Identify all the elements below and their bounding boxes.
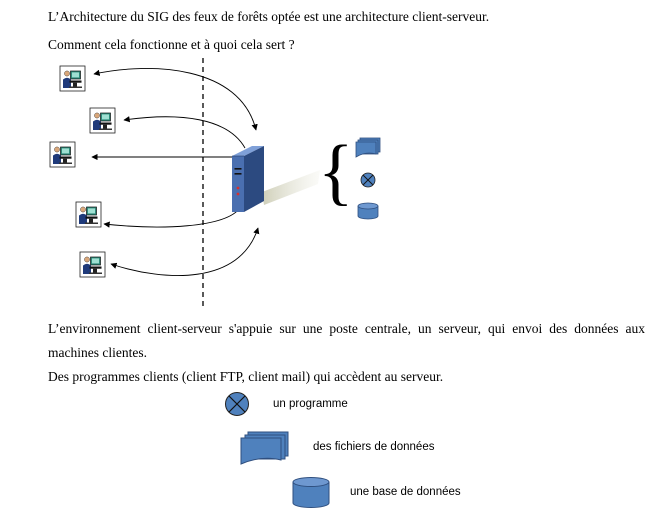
server-tower-icon [232,146,264,212]
paragraph-1-line-2: machines clientes. [48,345,147,360]
intro-line-2: Comment cela fonctionne et à quoi cela s… [48,37,295,52]
legend-database-label: une base de données [350,486,461,498]
client-computer-icon [59,65,86,92]
data-files-icon [240,431,289,465]
connection-arrow-1 [93,68,258,131]
program-circle-x-icon [225,392,249,416]
data-files-icon [355,137,381,158]
client-computer-icon [79,251,106,278]
program-circle-x-icon [360,172,376,188]
client-computer-icon [89,107,116,134]
connection-arrow-5 [110,227,260,276]
client-server-diagram: { [49,58,381,308]
client-computer-icon [49,141,76,168]
connection-arrow-4 [103,207,241,228]
database-cylinder-icon [292,477,330,508]
paragraph-1-line-1: L’environnement client-serveur s'appuie … [48,321,645,336]
paragraph-2: Des programmes clients (client FTP, clie… [48,369,444,384]
connection-arrow-2 [123,116,246,149]
legend-program-label: un programme [273,398,348,410]
client-computer-icon [75,201,102,228]
curly-brace: { [318,131,354,213]
database-cylinder-icon [357,202,379,220]
intro-line-1: L’Architecture du SIG des feux de forêts… [48,9,490,24]
legend-files-label: des fichiers de données [313,441,435,453]
server-beam [262,170,320,205]
